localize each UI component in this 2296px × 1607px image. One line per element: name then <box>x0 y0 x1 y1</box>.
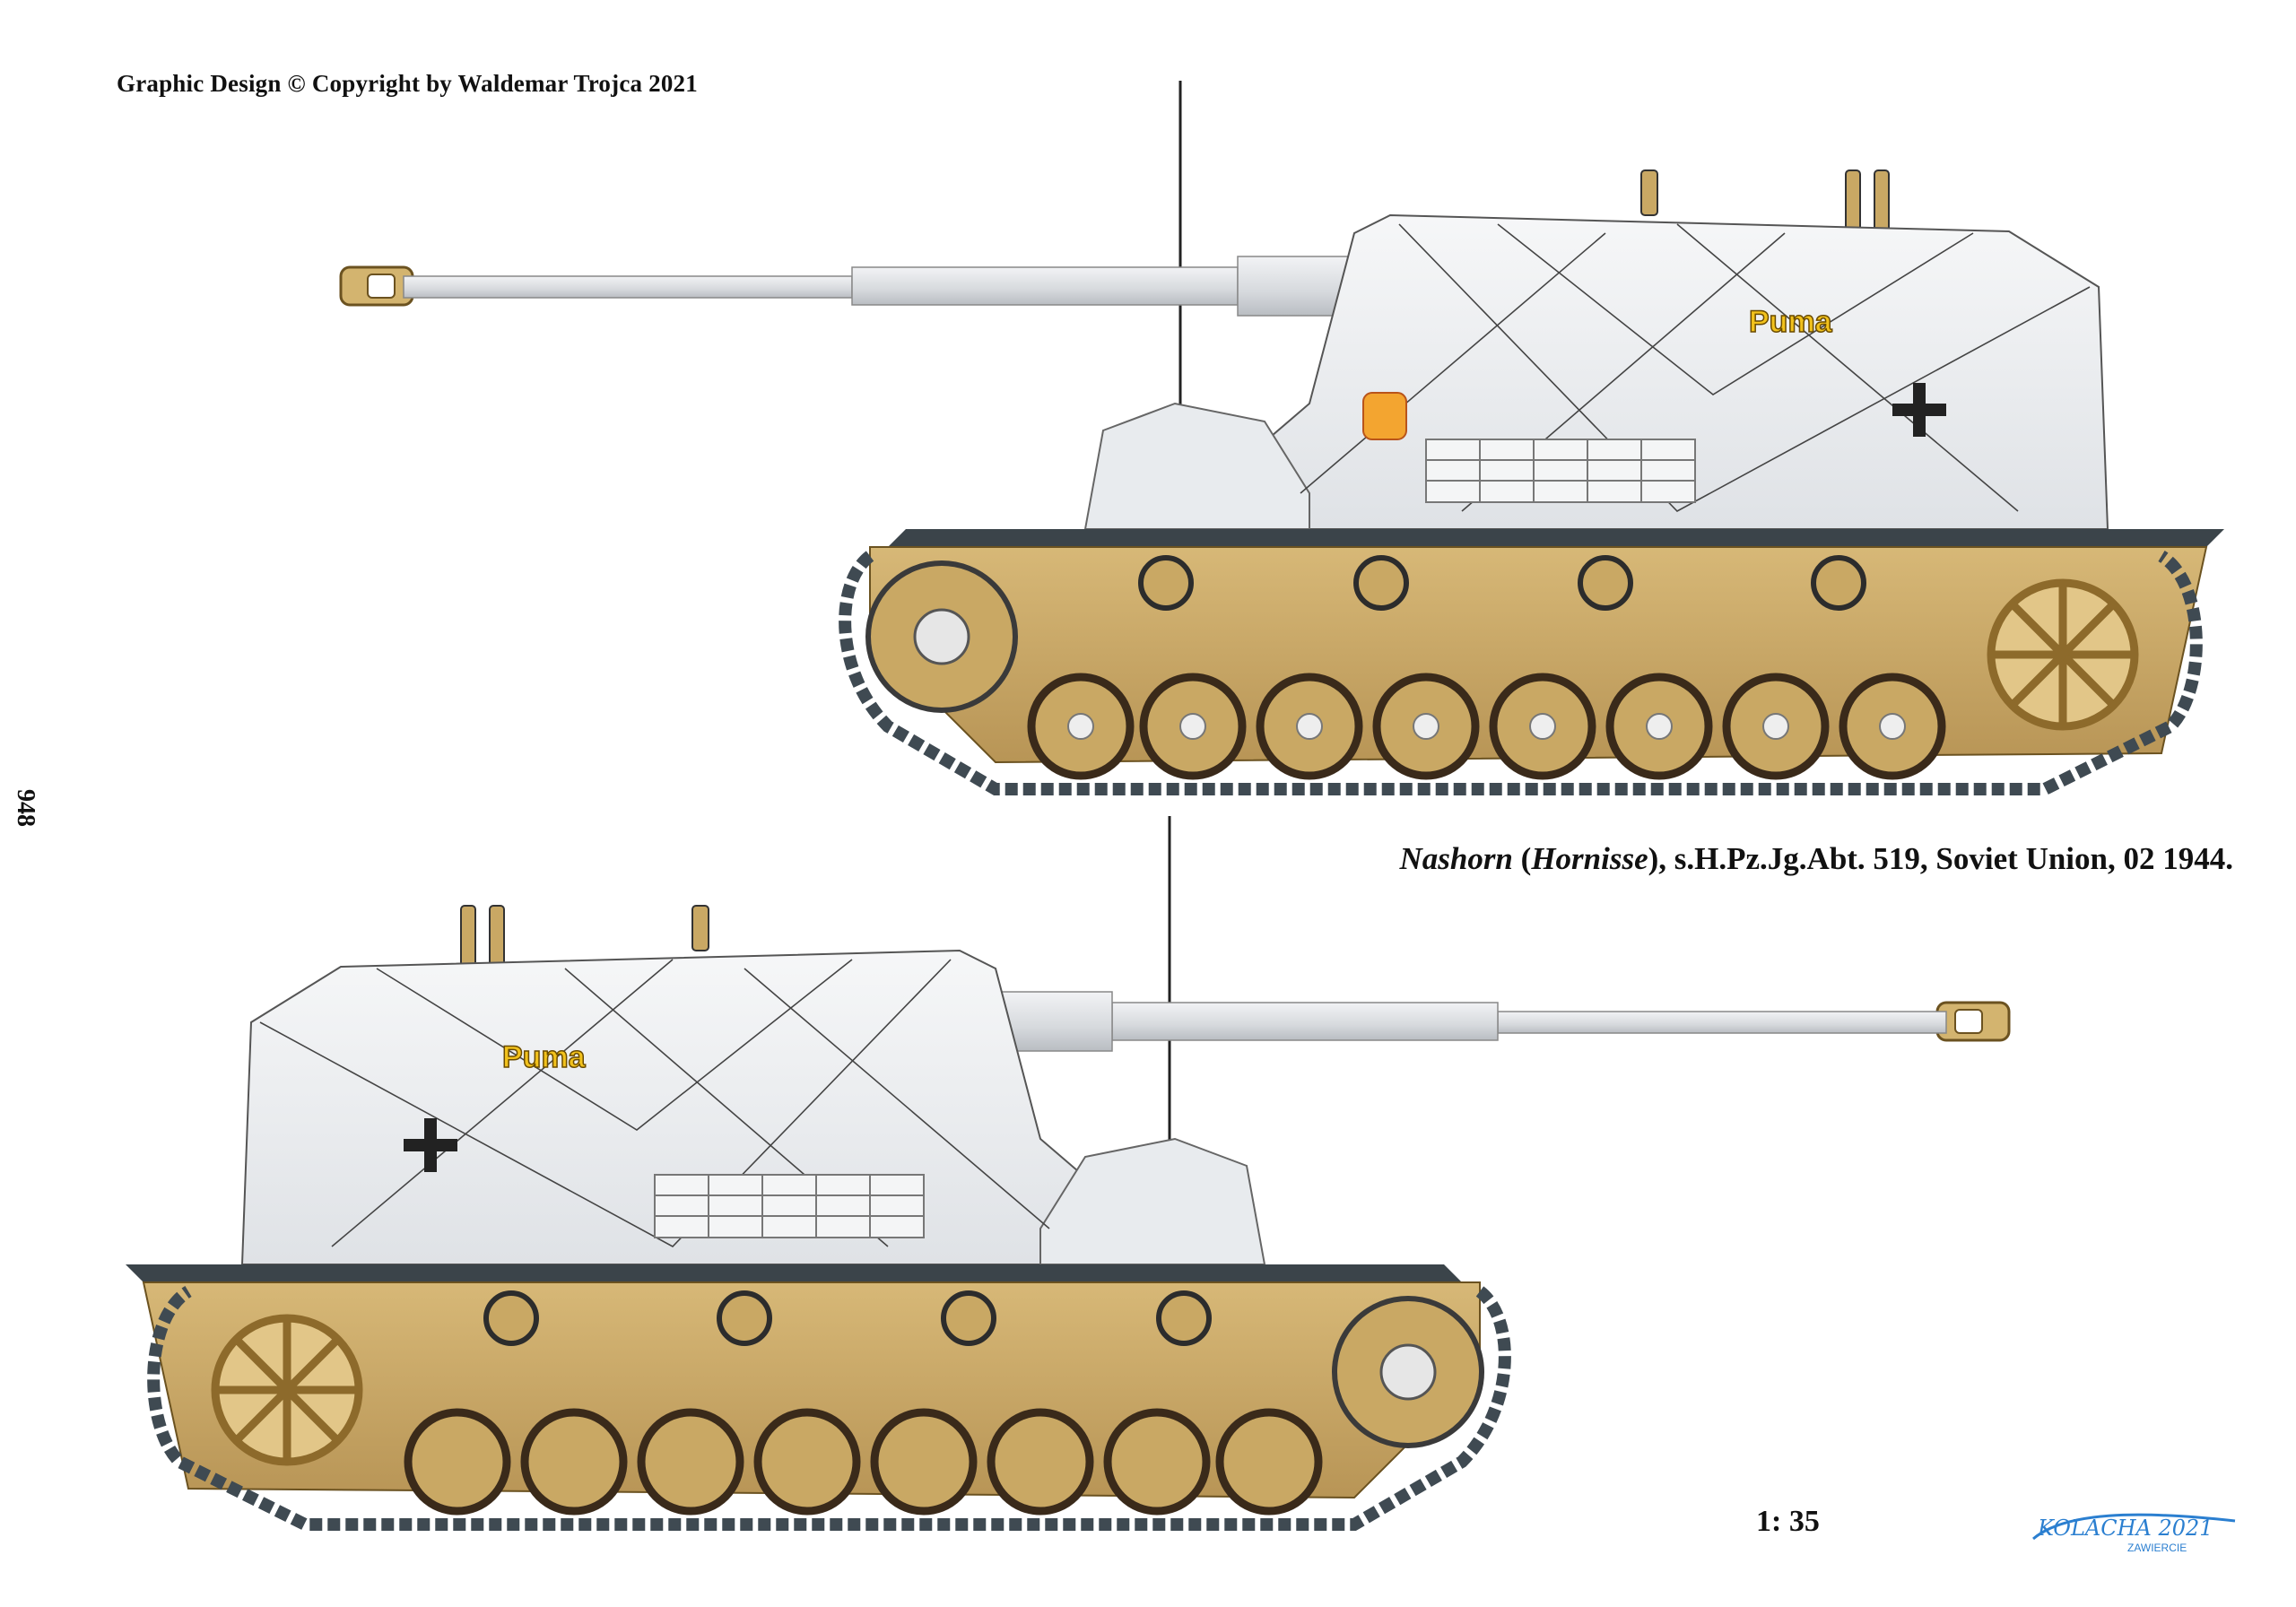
balkenkreuz-insignia <box>1892 383 1946 437</box>
caption-open-paren: ( <box>1512 841 1532 876</box>
vehicle-profile-left: Puma <box>126 816 2011 1531</box>
gun-shield <box>1083 402 1310 530</box>
page-number: 948 <box>12 789 39 827</box>
idler-wheel <box>1987 578 2139 731</box>
caption: Nashorn (Hornisse), s.H.Pz.Jg.Abt. 519, … <box>1399 841 2233 877</box>
scale-label: 1: 35 <box>1756 1505 1820 1538</box>
kolacha-logo: KOLACHA 2021 ZAWIERCIE <box>2032 1513 2236 1554</box>
caption-name: Nashorn <box>1399 841 1513 876</box>
hull-upper <box>888 529 2224 547</box>
road-wheel-hubs <box>1067 713 1906 740</box>
gun-barrel <box>339 256 1391 317</box>
drive-sprocket <box>865 560 1018 713</box>
logo-subtext: ZAWIERCIE <box>2127 1542 2187 1554</box>
engine-grille <box>1425 439 1696 503</box>
copyright-text: Graphic Design © Copyright by Waldemar T… <box>117 70 698 97</box>
logo-text: KOLACHA 2021 <box>2037 1516 2213 1541</box>
unit-emblem <box>1362 392 1407 440</box>
puma-marking: Puma <box>1749 305 1833 339</box>
return-roller <box>1138 555 1866 611</box>
caption-alt-name: Hornisse <box>1531 841 1648 876</box>
vehicle-profile-right: Puma <box>339 81 2224 795</box>
puma-marking-left: Puma <box>502 1040 587 1074</box>
caption-rest: ), s.H.Pz.Jg.Abt. 519, Soviet Union, 02 … <box>1648 841 2233 876</box>
